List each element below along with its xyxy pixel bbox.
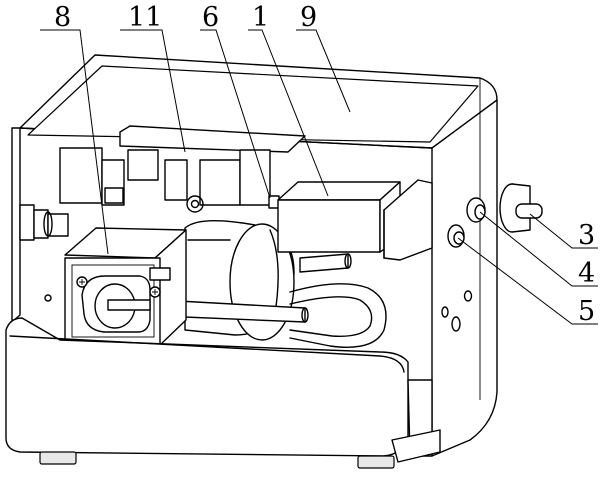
bottom-tray: [5, 294, 441, 469]
label-part-5: 5: [578, 296, 595, 327]
outlet-connector: [499, 183, 543, 233]
lower-fitting: [447, 224, 465, 248]
part-labels: 8 11 6 1 9 3 4 5: [54, 2, 595, 327]
tube-loop: [289, 283, 387, 348]
label-part-9: 9: [300, 2, 317, 33]
label-part-3: 3: [578, 220, 595, 251]
label-part-1: 1: [252, 2, 269, 33]
label-part-11: 11: [128, 2, 162, 33]
left-connector: [19, 204, 69, 241]
label-part-4: 4: [578, 258, 595, 289]
label-part-6: 6: [202, 2, 219, 33]
pump-head: [64, 227, 187, 346]
motor-block: [277, 179, 433, 261]
back-bracket: [59, 125, 306, 213]
upper-fitting: [466, 197, 486, 223]
label-part-8: 8: [54, 2, 71, 33]
leader-lines: [40, 29, 598, 325]
